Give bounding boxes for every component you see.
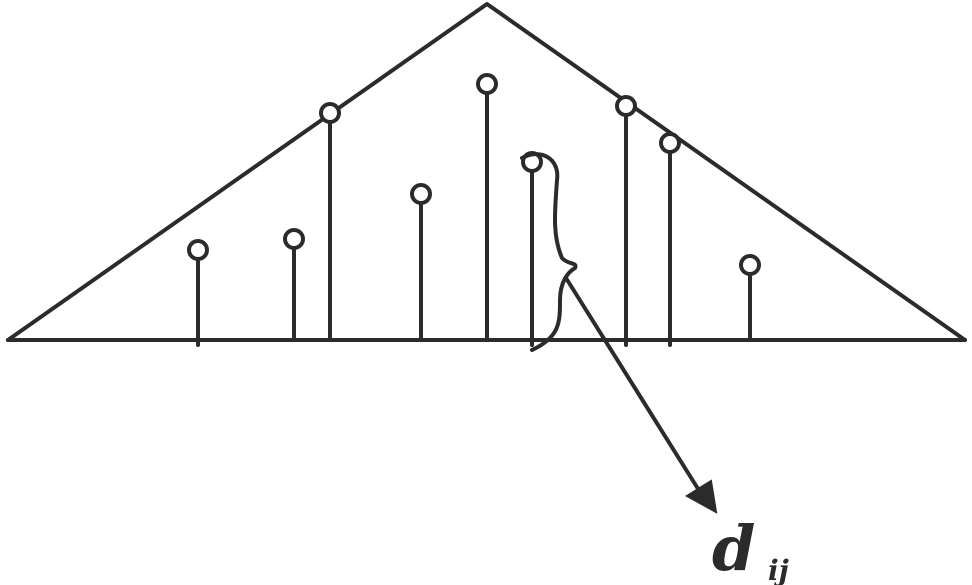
stem-7-head bbox=[615, 95, 637, 117]
triangle-envelope bbox=[6, 2, 967, 342]
label-dij: d ij bbox=[712, 512, 789, 585]
label-subscript: ij bbox=[768, 554, 789, 585]
stem-5-head bbox=[476, 73, 498, 95]
stem-9-head bbox=[739, 254, 761, 276]
arrow-line bbox=[564, 276, 702, 494]
arrow-head bbox=[685, 479, 718, 514]
stem-1-head bbox=[187, 239, 209, 261]
stem-2-head bbox=[283, 228, 305, 250]
stem-4-head bbox=[410, 183, 432, 205]
stem-8-head bbox=[659, 132, 681, 154]
label-main: d bbox=[712, 512, 755, 585]
stems-group bbox=[187, 73, 761, 347]
stem-3-head bbox=[319, 102, 341, 124]
curly-brace bbox=[520, 152, 578, 352]
